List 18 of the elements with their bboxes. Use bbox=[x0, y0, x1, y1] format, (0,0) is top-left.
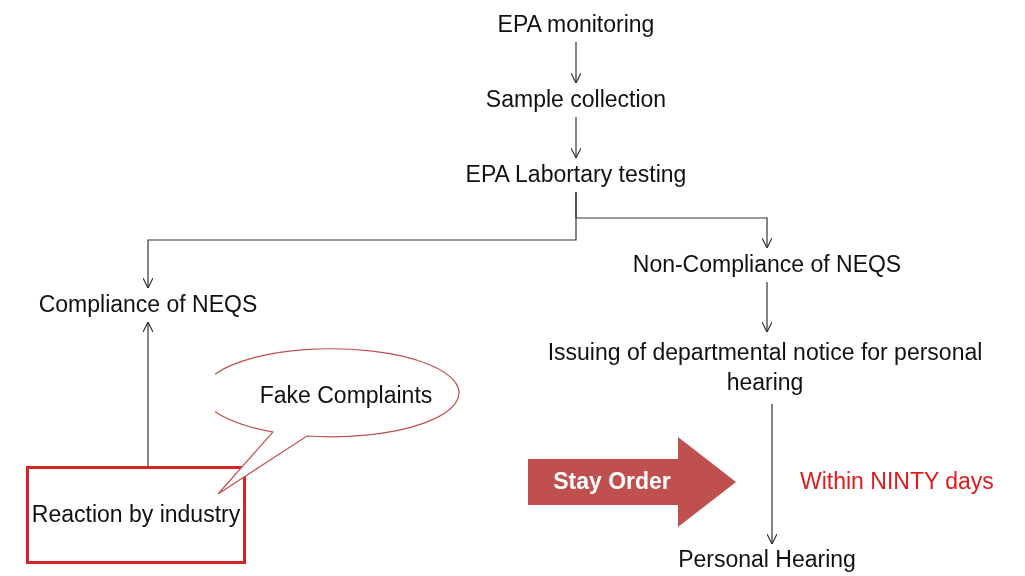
node-text: Compliance of NEQS bbox=[38, 290, 258, 320]
node-text: Sample collection bbox=[485, 85, 667, 115]
arrow bbox=[570, 41, 582, 84]
arrow bbox=[766, 403, 778, 545]
node-text: Personal Hearing bbox=[678, 545, 856, 575]
node-text: Fake Complaints bbox=[259, 381, 433, 411]
node-text: Stay Order bbox=[553, 468, 671, 495]
arrow bbox=[142, 321, 154, 467]
process-box bbox=[26, 466, 246, 564]
node-text: Reaction by industry bbox=[31, 500, 241, 530]
node-text: EPA Labortary testing bbox=[465, 160, 687, 190]
arrow bbox=[761, 281, 773, 333]
arrow bbox=[575, 191, 773, 249]
note-text: Within NINTY days bbox=[800, 468, 994, 495]
node-text: EPA monitoring bbox=[497, 10, 655, 40]
node-text: Non-Compliance of NEQS bbox=[632, 250, 902, 280]
arrow bbox=[570, 116, 582, 159]
node-text: Issuing of departmental notice for personal hearing bbox=[546, 338, 984, 397]
